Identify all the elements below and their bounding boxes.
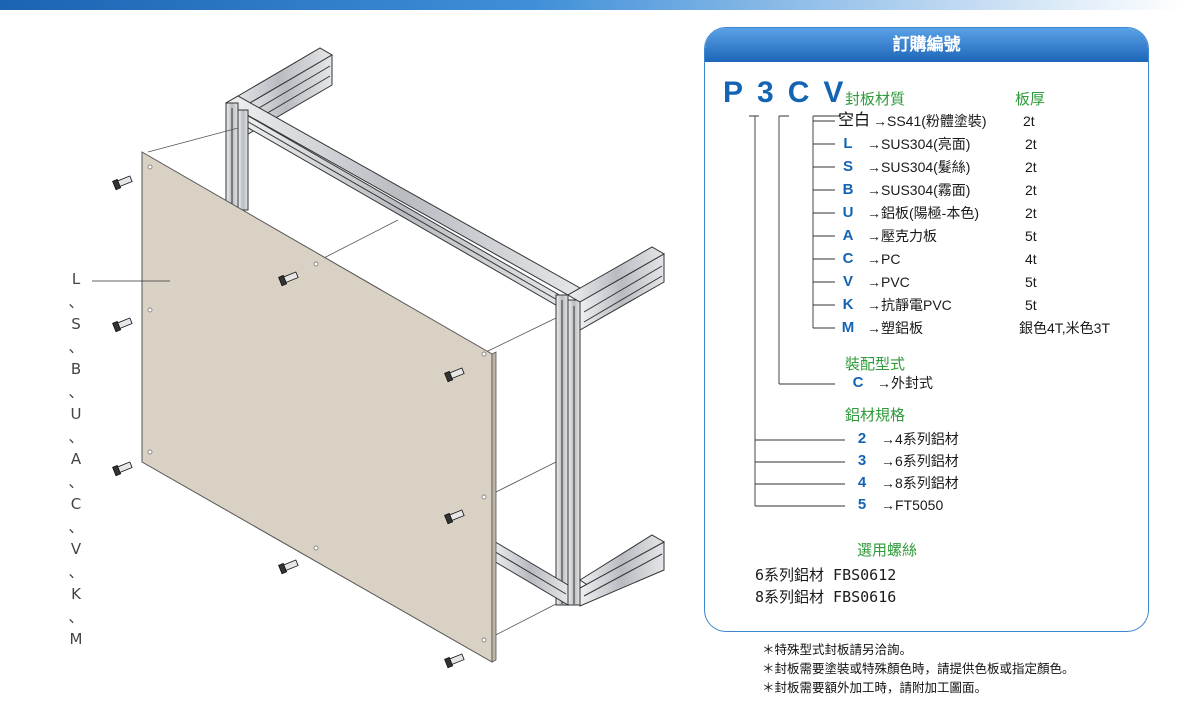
profile-code: 2	[857, 430, 867, 447]
material-thickness: 2t	[1025, 136, 1037, 152]
material-desc: →SS41(粉體塗裝)	[873, 113, 987, 129]
material-desc: →鋁板(陽極-本色)	[867, 205, 979, 221]
material-thickness: 2t	[1025, 182, 1037, 198]
material-letter: 、	[68, 517, 84, 536]
frame-front-right-post	[555, 294, 581, 606]
footnote-line: ＊封板需要額外加工時，請附加工圖面。	[762, 680, 988, 695]
profile-code: 4	[857, 474, 867, 491]
material-desc: →PVC	[867, 274, 910, 290]
material-desc: →SUS304(髮絲)	[867, 159, 971, 175]
cover-panel	[141, 151, 497, 663]
panel-title: 訂購編號	[705, 28, 1148, 62]
order-code-letter: V	[823, 76, 846, 109]
material-code: C	[842, 250, 854, 267]
panel-screws	[112, 175, 465, 669]
material-letter: U	[70, 405, 82, 423]
material-letter: V	[70, 540, 82, 558]
material-thickness: 2t	[1023, 113, 1035, 129]
profile-code: 3	[857, 452, 867, 469]
material-desc: →抗靜電PVC	[867, 297, 952, 313]
material-letter: C	[70, 495, 82, 513]
screw-row: 8系列鋁材 FBS0616	[755, 588, 897, 606]
profile-desc: →6系列鋁材	[881, 453, 959, 469]
category-material: 封板材質	[845, 90, 906, 108]
material-letters-column: L 、 S 、 B 、 U 、 A 、 C 、 V 、 K 、 M	[66, 268, 86, 651]
assembly-desc: →外封式	[877, 375, 933, 391]
material-code: U	[842, 204, 854, 221]
material-desc: →壓克力板	[867, 228, 937, 244]
material-letter: M	[69, 630, 83, 648]
mounting-holes	[147, 164, 487, 643]
assembly-code: C	[852, 374, 864, 391]
footnote-line: ＊封板需要塗裝或特殊顏色時，請提供色板或指定顏色。	[762, 661, 1075, 676]
category-profile: 鋁材規格	[845, 406, 906, 424]
screw-row: 6系列鋁材 FBS0612	[755, 566, 897, 584]
material-code: A	[842, 227, 854, 244]
category-assembly: 裝配型式	[845, 355, 906, 373]
material-letter: 、	[68, 337, 84, 356]
material-thickness: 5t	[1025, 228, 1037, 244]
frame-right-bottom-beam	[579, 534, 665, 607]
material-letter: K	[71, 585, 81, 603]
assembly-diagram	[92, 47, 665, 669]
material-letter: 、	[68, 292, 84, 311]
material-thickness: 2t	[1025, 159, 1037, 175]
material-desc: →PC	[867, 251, 901, 267]
footnote-line: ＊特殊型式封板請另洽詢。	[762, 642, 913, 657]
material-thickness: 4t	[1025, 251, 1037, 267]
profile-desc: →8系列鋁材	[881, 475, 959, 491]
material-letter: L	[71, 270, 81, 288]
material-code: M	[841, 319, 855, 336]
material-thickness: 5t	[1025, 274, 1037, 290]
material-letter: 、	[68, 562, 84, 581]
material-code: 空白	[837, 112, 870, 129]
material-thickness: 5t	[1025, 297, 1037, 313]
category-thickness: 板厚	[1015, 90, 1046, 108]
profile-desc: →4系列鋁材	[881, 431, 959, 447]
order-code-letter: C	[787, 76, 812, 109]
order-code-letter: 3	[757, 76, 776, 109]
material-letter: 、	[68, 427, 84, 446]
material-desc: →SUS304(霧面)	[867, 182, 971, 198]
material-thickness: 2t	[1025, 205, 1037, 221]
material-code: K	[842, 296, 854, 313]
frame-back-left-post	[225, 102, 249, 212]
material-code: S	[842, 158, 853, 175]
material-desc: →SUS304(亮面)	[867, 136, 971, 152]
material-letter: 、	[68, 607, 84, 626]
material-code: V	[842, 273, 853, 290]
tree-connector-lines	[749, 115, 845, 507]
material-desc: →塑鋁板	[867, 320, 923, 336]
footnotes: ＊特殊型式封板請另洽詢。 ＊封板需要塗裝或特殊顏色時，請提供色板或指定顏色。 ＊封板…	[762, 640, 1075, 697]
category-screw: 選用螺絲	[857, 541, 918, 559]
material-code: B	[842, 181, 854, 198]
profile-desc: →FT5050	[881, 497, 944, 513]
top-accent-bar	[0, 0, 1182, 10]
frame-right-top-beam	[567, 246, 665, 331]
material-letter: S	[71, 315, 81, 333]
material-letter: B	[70, 360, 82, 378]
order-code-letter: P	[723, 76, 746, 109]
material-code: L	[843, 135, 853, 152]
material-letter: 、	[68, 382, 84, 401]
material-letter: 、	[68, 472, 84, 491]
profile-code: 5	[857, 496, 867, 513]
material-thickness: 銀色4T,米色3T	[1019, 320, 1111, 336]
material-letter: A	[70, 450, 82, 468]
